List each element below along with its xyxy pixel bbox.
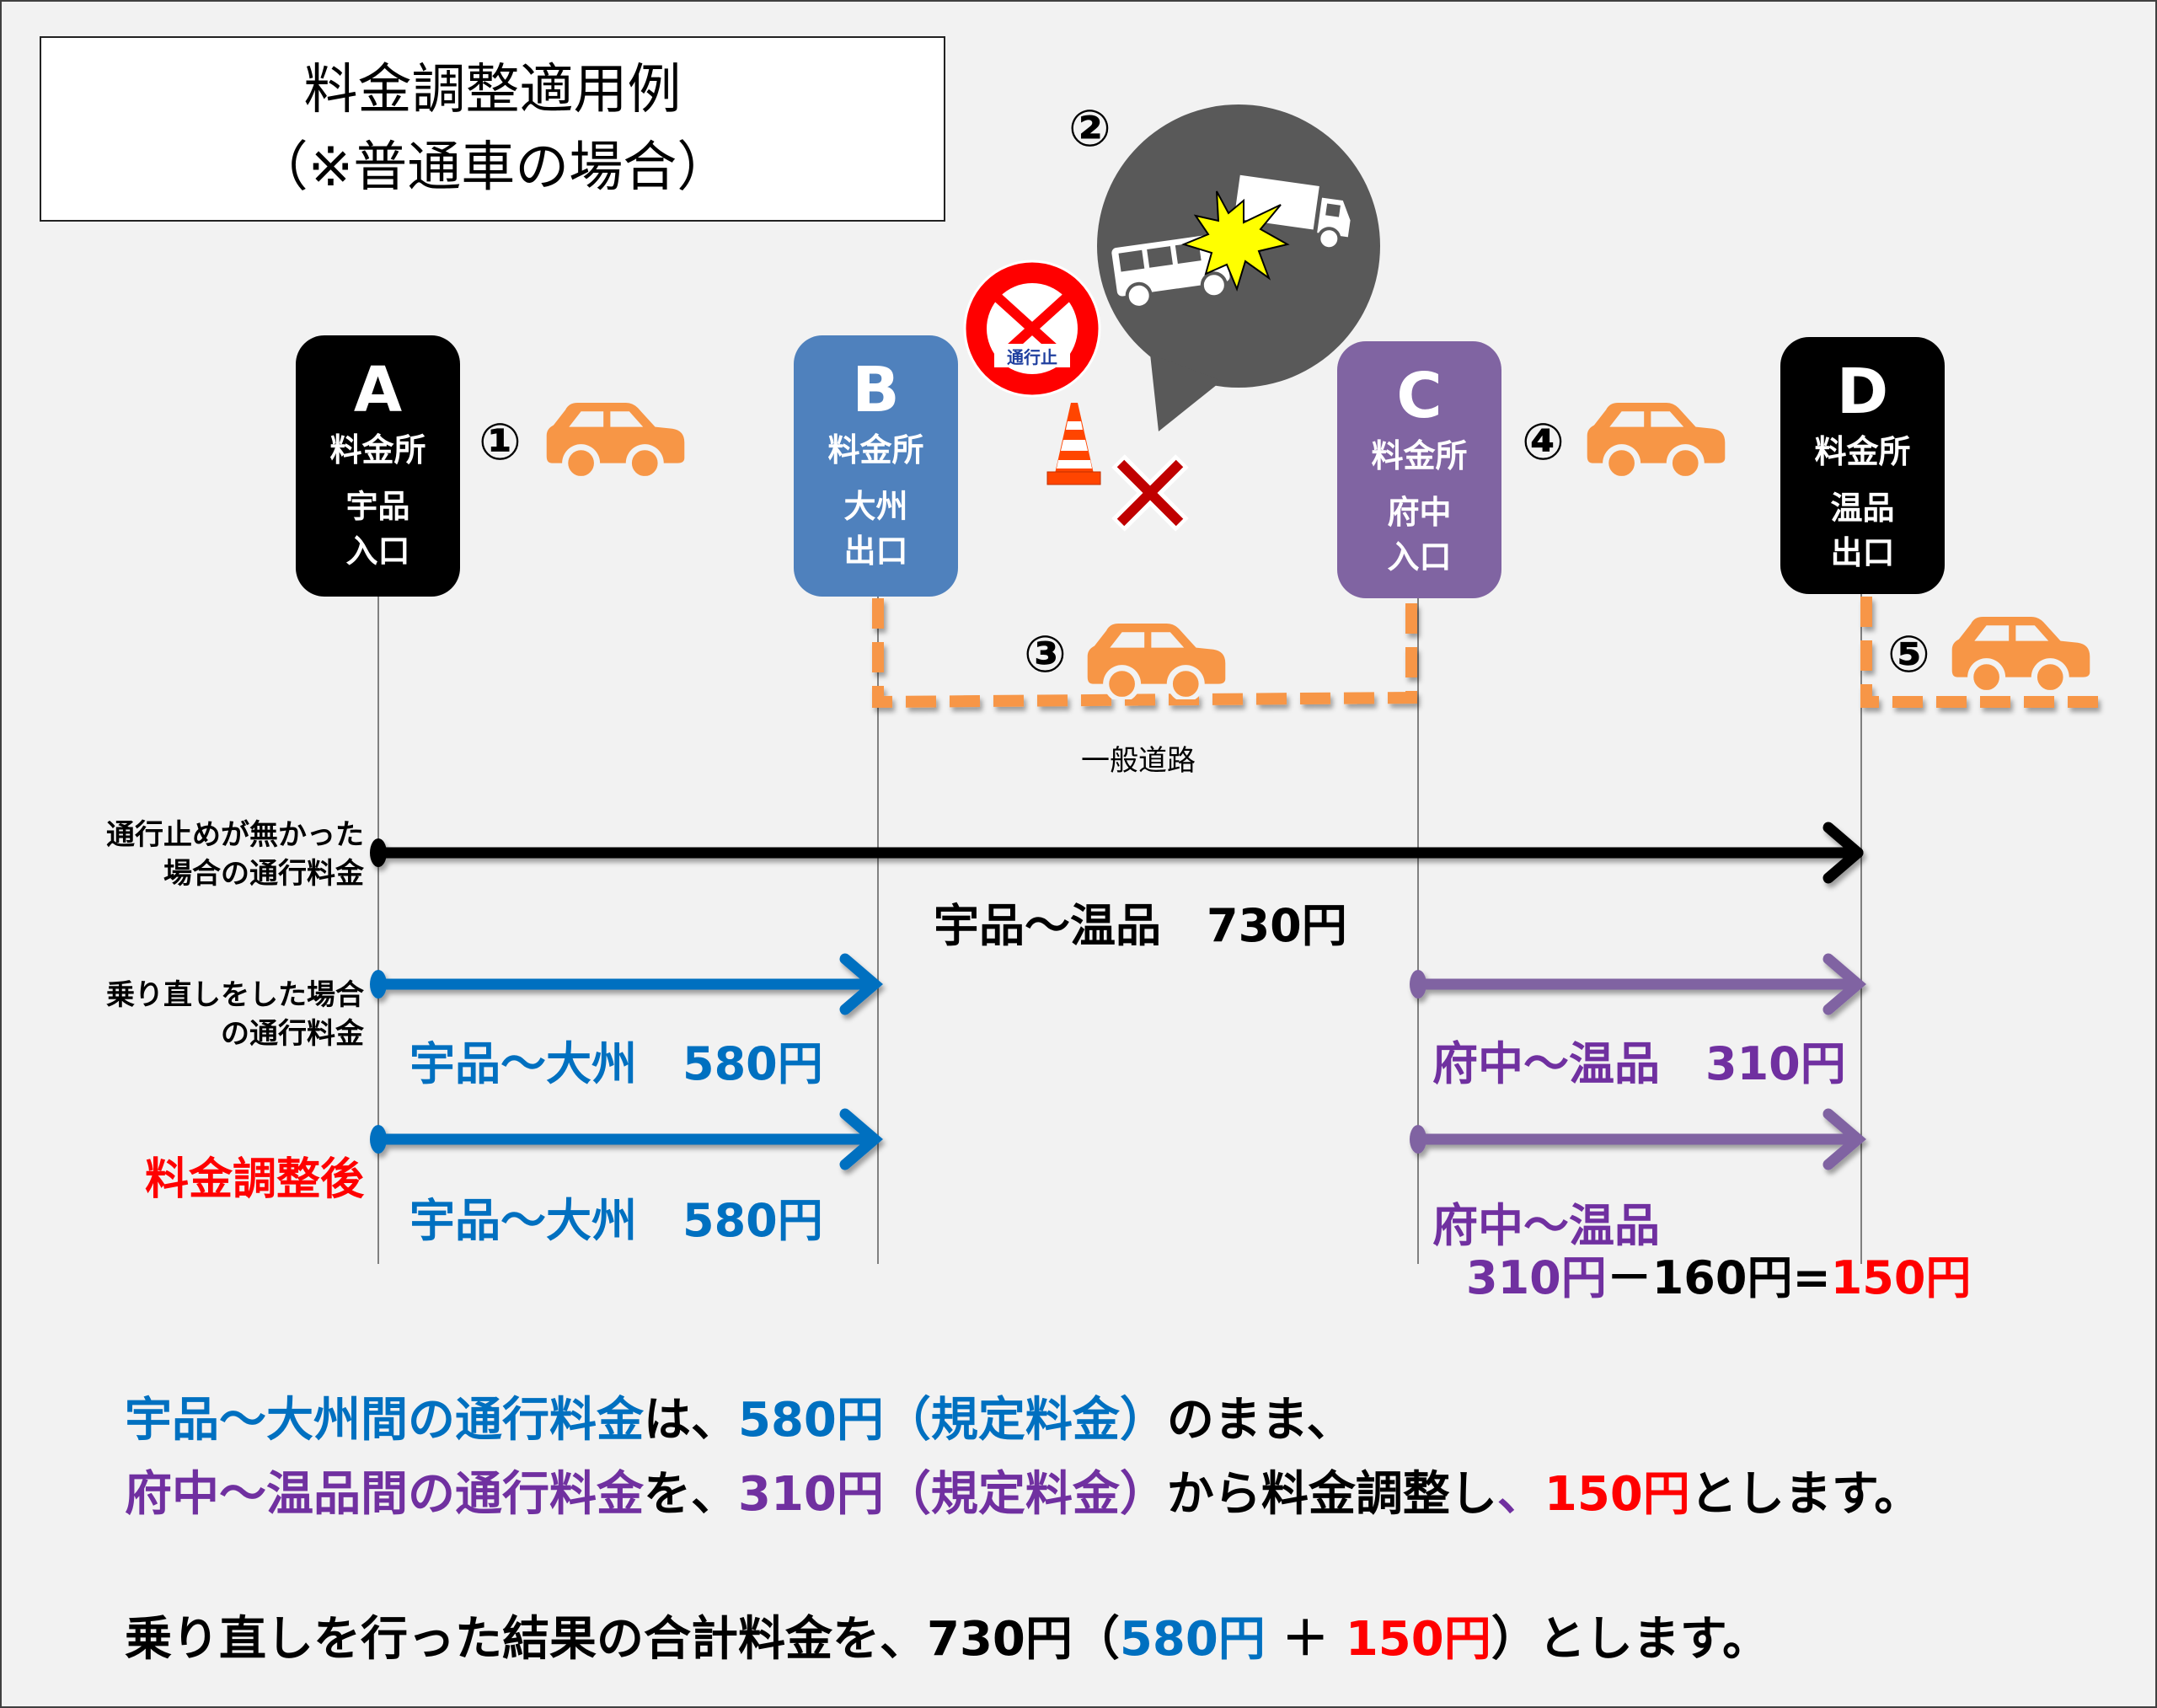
fare-re-entry-right: 府中～温品 310円: [1432, 1037, 1846, 1090]
toll-booth-a: A 料金所 宇品 入口: [296, 335, 460, 597]
car-icon: [1952, 617, 2090, 693]
booth-letter: D: [1836, 356, 1889, 428]
calc-result: 150円: [1830, 1251, 1972, 1304]
fare-re-entry-left: 宇品～大州 580円: [409, 1037, 823, 1090]
note-segment: のまま、: [1166, 1393, 1354, 1448]
step-1-label: ①: [479, 413, 522, 472]
booth-letter: C: [1396, 360, 1442, 432]
booth-place: 宇品: [345, 488, 410, 525]
label-line: の通行料金: [221, 1017, 364, 1051]
page-title: 料金調整適用例: [303, 59, 682, 121]
calc-original: 310円: [1466, 1251, 1607, 1304]
note-segment: 580円: [1119, 1612, 1266, 1667]
booth-gate: 入口: [345, 533, 410, 570]
toll-booth-b: B 料金所 大州 出口: [794, 335, 958, 597]
car-icon: [547, 403, 685, 479]
car-icon: [1088, 624, 1226, 699]
row-label-re-entry: 乗り直しをした場合 の通行料金: [34, 976, 364, 1053]
booth-letter: A: [353, 354, 403, 426]
page-subtitle: （※普通車の場合）: [254, 137, 731, 199]
traffic-cone-icon: [1046, 403, 1101, 485]
note-segment: ）とします。: [1491, 1612, 1770, 1667]
fare-adjusted-right-route: 府中～温品: [1432, 1199, 1660, 1252]
collision-icon: [1181, 190, 1290, 292]
booth-kind: 料金所: [329, 431, 426, 468]
general-road-detour: [872, 598, 1417, 709]
note-segment: 310円（規定料金）: [738, 1467, 1167, 1522]
booth-letter: B: [852, 354, 900, 426]
booth-gate: 出口: [1830, 534, 1895, 571]
booth-place: 温品: [1830, 490, 1895, 527]
note-line-3: 乗り直しを行った結果の合計料金を、730円（580円 ＋ 150円）とします。: [125, 1601, 1769, 1669]
step-3-label: ③: [1024, 625, 1067, 684]
label-line: 通行止めが無かった: [106, 818, 364, 852]
note-segment: から料金調整し: [1166, 1467, 1497, 1522]
car-icon: [1587, 403, 1726, 479]
booth-gate: 入口: [1387, 538, 1452, 576]
booth-gate: 出口: [843, 533, 908, 570]
note-segment: 580円（規定料金）: [738, 1393, 1167, 1448]
note-segment: ＋: [1265, 1612, 1346, 1667]
note-segment: 乗り直しを行った結果の合計料金を、730円（: [125, 1612, 1120, 1667]
toll-booth-c: C 料金所 府中 入口: [1337, 341, 1501, 598]
calc-discount: －160円=: [1606, 1251, 1831, 1304]
note-segment: 、: [1496, 1467, 1544, 1522]
row-label-adjusted: 料金調整後: [144, 1154, 364, 1205]
general-road-label: 一般道路: [1081, 744, 1196, 778]
step-4-label: ④: [1522, 413, 1565, 472]
note-segment: 150円: [1345, 1612, 1491, 1667]
fare-no-closure: 宇品～温品 730円: [934, 899, 1347, 952]
label-line: 乗り直しをした場合: [106, 978, 364, 1012]
note-segment: 150円: [1544, 1467, 1690, 1522]
x-mark-icon: [1111, 454, 1189, 532]
title-box: 料金調整適用例 （※普通車の場合）: [40, 36, 945, 222]
step-5-label: ⑤: [1887, 625, 1930, 684]
booth-kind: 料金所: [1814, 433, 1911, 470]
note-segment: 府中～温品間の通行料金: [125, 1467, 644, 1522]
note-line-2: 府中～温品間の通行料金を、310円（規定料金）から料金調整し、150円とします。: [125, 1456, 1921, 1524]
booth-kind: 料金所: [827, 431, 924, 468]
note-segment: は、: [644, 1393, 738, 1448]
step-2-label: ②: [1068, 99, 1111, 158]
booth-place: 大州: [843, 488, 908, 525]
sign-text: 通行止: [1007, 347, 1057, 367]
booth-place: 府中: [1387, 494, 1452, 531]
exit-road-dashed: [1860, 597, 2106, 708]
row-label-no-closure: 通行止めが無かった 場合の通行料金: [34, 816, 364, 893]
note-segment: を、: [644, 1467, 738, 1522]
toll-booth-d: D 料金所 温品 出口: [1780, 337, 1945, 594]
label-line: 場合の通行料金: [163, 857, 364, 891]
note-segment: とします。: [1689, 1467, 1922, 1522]
fare-adjusted-left: 宇品～大州 580円: [409, 1194, 823, 1247]
accident-speech-bubble: [1097, 104, 1380, 431]
road-closed-sign-icon: 通行止: [963, 260, 1101, 398]
note-segment: 宇品～大州間の通行料金: [125, 1393, 644, 1448]
fare-adjusted-calc: 310円－160円=150円: [1466, 1240, 1971, 1307]
booth-kind: 料金所: [1371, 437, 1468, 474]
note-line-1: 宇品～大州間の通行料金は、580円（規定料金）のまま、: [125, 1382, 1354, 1450]
